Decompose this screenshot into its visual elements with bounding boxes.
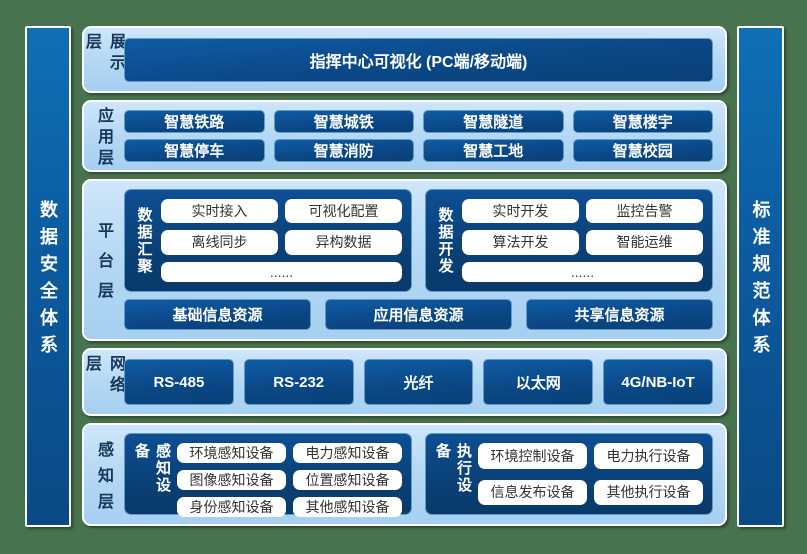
sensing-devices-group-label: 感知设备: [133, 443, 171, 494]
layer-application: 应用层 智慧铁路 智慧城铁 智慧隧道 智慧楼宇 智慧停车 智慧消防 智慧工地 智…: [82, 100, 727, 172]
platform-item: 可视化配置: [285, 199, 402, 224]
platform-item: 监控告警: [586, 199, 703, 224]
data-development-group-label: 数据开发: [436, 206, 454, 275]
app-box: 智慧铁路: [124, 110, 265, 133]
network-box: 光纤: [363, 359, 474, 405]
app-box: 智慧校园: [572, 139, 713, 162]
execution-devices-group: 执行设备 环境控制设备 电力执行设备 信息发布设备 其他执行设备: [425, 433, 713, 515]
layer-platform-label: 平台层: [95, 222, 112, 312]
platform-item-more: ......: [462, 261, 703, 282]
layer-display-label: 展示层: [83, 33, 124, 75]
device-item: 电力感知设备: [293, 443, 402, 463]
device-item: 环境感知设备: [177, 443, 286, 463]
standard-spec-pillar-label: 标准规范体系: [750, 200, 771, 362]
device-item: 身份感知设备: [177, 497, 286, 517]
resource-box: 共享信息资源: [526, 299, 713, 330]
layer-platform-content: 数据汇聚 实时接入 可视化配置 离线同步 异构数据 ...... 数据开发: [122, 181, 725, 339]
layer-platform: 平台层 数据汇聚 实时接入 可视化配置 离线同步 异构数据 ......: [82, 179, 727, 341]
network-box: RS-485: [124, 359, 234, 405]
layer-network-content: RS-485 RS-232 光纤 以太网 4G/NB-IoT: [122, 350, 725, 414]
layer-stack: 展示层 指挥中心可视化 (PC端/移动端) 应用层 智慧铁路 智慧城铁 智慧隧道…: [82, 26, 727, 527]
execution-devices-group-label: 执行设备: [434, 443, 472, 494]
device-item: 电力执行设备: [594, 443, 703, 469]
platform-item-more: ......: [161, 261, 402, 282]
layer-perception: 感知层 感知设备 环境感知设备 电力感知设备 图像感知设备 位置感知设备 身份感…: [82, 423, 727, 526]
device-item: 图像感知设备: [177, 470, 286, 490]
device-item: 位置感知设备: [293, 470, 402, 490]
app-box: 智慧楼宇: [572, 110, 713, 133]
app-box: 智慧工地: [423, 139, 564, 162]
platform-item: 异构数据: [285, 230, 402, 255]
device-item: 其他感知设备: [293, 497, 402, 517]
platform-item: 离线同步: [161, 230, 278, 255]
resource-box: 应用信息资源: [325, 299, 512, 330]
layer-network: 网络层 RS-485 RS-232 光纤 以太网 4G/NB-IoT: [82, 348, 727, 416]
network-box: RS-232: [243, 359, 354, 405]
network-box: 4G/NB-IoT: [603, 359, 713, 405]
command-center-box: 指挥中心可视化 (PC端/移动端): [124, 38, 713, 82]
layer-display: 展示层 指挥中心可视化 (PC端/移动端): [82, 26, 727, 93]
platform-item: 实时接入: [161, 199, 278, 224]
app-box: 智慧消防: [273, 139, 414, 162]
data-security-pillar-label: 数据安全体系: [38, 200, 58, 362]
data-aggregation-items: 实时接入 可视化配置 离线同步 异构数据 ......: [161, 199, 402, 282]
execution-devices-items: 环境控制设备 电力执行设备 信息发布设备 其他执行设备: [478, 443, 703, 505]
platform-item: 算法开发: [462, 230, 579, 255]
layer-perception-content: 感知设备 环境感知设备 电力感知设备 图像感知设备 位置感知设备 身份感知设备 …: [122, 425, 725, 524]
sensing-devices-items: 环境感知设备 电力感知设备 图像感知设备 位置感知设备 身份感知设备 其他感知设…: [177, 443, 402, 517]
platform-item: 实时开发: [462, 199, 579, 224]
app-box: 智慧停车: [124, 139, 265, 162]
layer-application-label: 应用层: [95, 107, 112, 170]
data-aggregation-group-label: 数据汇聚: [135, 206, 153, 275]
resource-box: 基础信息资源: [124, 299, 311, 330]
app-box: 智慧城铁: [273, 110, 414, 133]
platform-item: 智能运维: [586, 230, 703, 255]
data-development-group: 数据开发 实时开发 监控告警 算法开发 智能运维 ......: [425, 189, 713, 292]
device-item: 其他执行设备: [594, 479, 703, 505]
data-development-items: 实时开发 监控告警 算法开发 智能运维 ......: [462, 199, 703, 282]
layer-network-label: 网络层: [83, 355, 124, 397]
standard-spec-pillar: 标准规范体系: [737, 26, 784, 527]
sensing-devices-group: 感知设备 环境感知设备 电力感知设备 图像感知设备 位置感知设备 身份感知设备 …: [124, 433, 412, 517]
layer-application-content: 智慧铁路 智慧城铁 智慧隧道 智慧楼宇 智慧停车 智慧消防 智慧工地 智慧校园: [122, 102, 725, 170]
data-security-pillar: 数据安全体系: [25, 26, 71, 527]
data-aggregation-group: 数据汇聚 实时接入 可视化配置 离线同步 异构数据 ......: [124, 189, 412, 292]
information-resources-row: 基础信息资源 应用信息资源 共享信息资源: [124, 299, 713, 330]
network-box: 以太网: [483, 359, 594, 405]
platform-groups: 数据汇聚 实时接入 可视化配置 离线同步 异构数据 ...... 数据开发: [124, 189, 713, 292]
device-item: 信息发布设备: [478, 479, 587, 505]
perception-groups: 感知设备 环境感知设备 电力感知设备 图像感知设备 位置感知设备 身份感知设备 …: [124, 433, 713, 517]
app-box: 智慧隧道: [423, 110, 564, 133]
layer-perception-label: 感知层: [95, 440, 112, 519]
layer-display-content: 指挥中心可视化 (PC端/移动端): [122, 28, 725, 91]
device-item: 环境控制设备: [478, 443, 587, 469]
